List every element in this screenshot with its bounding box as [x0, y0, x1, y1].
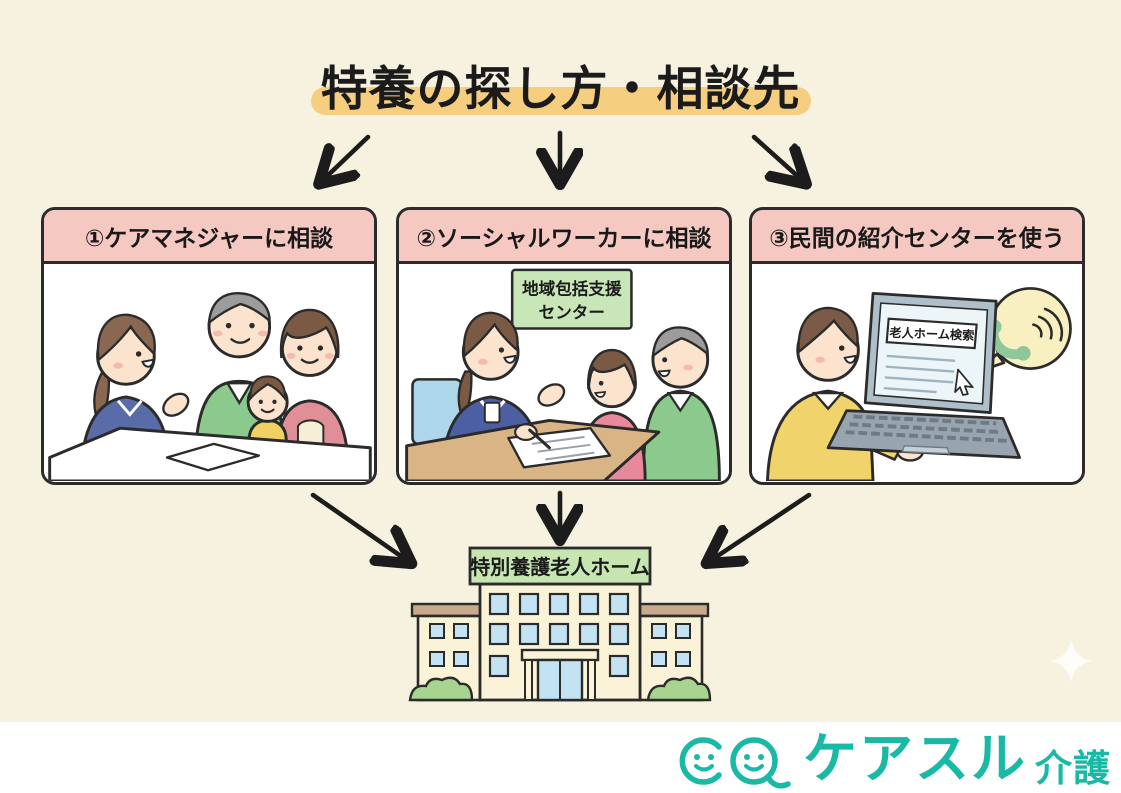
sparkle-icon	[1050, 640, 1092, 682]
arrow-to-building-left-icon	[310, 492, 408, 561]
smiley-faces-icon	[679, 737, 791, 789]
brand-logo: ケアスル 介護	[677, 726, 1111, 792]
arrow-to-building-right-icon	[710, 492, 812, 561]
title-section: 特養の探し方・相談先	[0, 0, 1121, 130]
logo-brand-text: ケアスル	[803, 727, 1027, 790]
referral-center-illustration: 老人ホーム検索	[765, 287, 1072, 481]
card2-header: ②ソーシャルワーカーに相談	[399, 210, 729, 264]
card-social-worker: ②ソーシャルワーカーに相談 地域包括支援 センター	[396, 207, 732, 485]
bush-icon	[408, 676, 474, 702]
title-highlight	[310, 87, 811, 115]
page-title: 特養の探し方・相談先	[320, 62, 801, 117]
community-center-sign: 地域包括支援 センター	[510, 268, 633, 330]
cursor-icon	[954, 368, 974, 396]
card-referral-center: ③民間の紹介センターを使う	[749, 207, 1085, 485]
arrow-down-right-icon	[751, 134, 803, 181]
community-center-sign-line2: センター	[539, 303, 605, 322]
card-care-manager: ①ケアマネジャーに相談	[41, 207, 377, 485]
laptop-screen-label: 老人ホーム検索	[888, 325, 975, 343]
arrow-down-left-icon	[322, 134, 371, 181]
logo-suffix-text: 介護	[1035, 747, 1111, 790]
card1-header: ①ケアマネジャーに相談	[44, 210, 374, 264]
footer-band: ケアスル 介護	[0, 722, 1121, 793]
community-center-sign-line1: 地域包括支援	[522, 278, 622, 298]
bush-icon	[646, 676, 712, 702]
building-sign-label: 特別養護老人ホーム	[470, 555, 649, 579]
card3-header: ③民間の紹介センターを使う	[752, 210, 1082, 264]
pen-icon	[528, 428, 551, 450]
building-illustration: 特別養護老人ホーム	[404, 546, 716, 710]
laptop-illustration: 老人ホーム検索	[826, 291, 1022, 459]
care-manager-illustration	[48, 292, 372, 481]
social-worker-illustration: 地域包括支援 センター	[405, 268, 721, 481]
building-sign: 特別養護老人ホーム	[468, 546, 652, 586]
